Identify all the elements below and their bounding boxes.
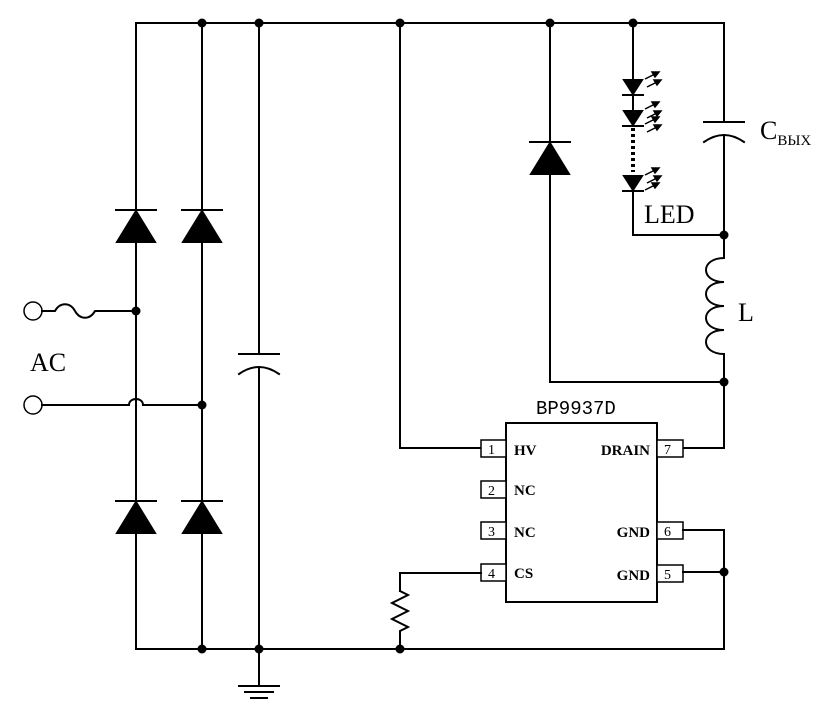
ic-pin-5-box	[656, 564, 684, 583]
bridge-diode-d2	[181, 209, 223, 243]
ic-pin-7-number: 7	[664, 443, 671, 458]
ic-pin-6-name: GND	[617, 525, 651, 541]
bridge-diode-d1	[115, 209, 157, 243]
output-capacitor-label-subscript: ВЫХ	[777, 133, 811, 149]
ic-body	[505, 422, 658, 603]
ac-terminal-top	[23, 301, 43, 321]
inductor-label: L	[738, 298, 754, 327]
ic-pin-7-box	[656, 439, 684, 458]
sense-resistor	[389, 589, 411, 650]
ac-bottom-wire	[41, 398, 203, 406]
gnd-pin-6-wire	[682, 529, 725, 650]
ic-pin-3-box	[480, 521, 507, 540]
ic-pin-6-number: 6	[664, 525, 671, 540]
ic-pin-1-name: HV	[514, 443, 537, 459]
ic-pin-4-name: CS	[514, 566, 533, 582]
ic-pin-5-name: GND	[617, 568, 651, 584]
led-label: LED	[644, 200, 695, 229]
bridge-diode-d3	[115, 500, 157, 534]
junction-dots	[131, 18, 729, 654]
ic-pin-2-number: 2	[488, 484, 495, 499]
ic-name-label: BP9937D	[536, 398, 616, 420]
ic-pin-3-number: 3	[488, 525, 495, 540]
ac-label: AC	[30, 348, 66, 377]
led-2	[622, 110, 644, 127]
ic-pin-2-name: NC	[514, 483, 536, 499]
cs-wire	[399, 572, 482, 592]
ic-pin-5-number: 5	[664, 568, 671, 583]
inductor-coil	[705, 256, 726, 383]
ac-fuse	[41, 303, 137, 319]
ic-pin-3-name: NC	[514, 525, 536, 541]
ic-pin-2-box	[480, 480, 507, 499]
freewheel-diode	[529, 141, 571, 175]
ground-symbol	[238, 685, 280, 699]
ic-pin-7-name: DRAIN	[601, 443, 650, 459]
freewheel-diode-wire	[549, 22, 725, 383]
led-3	[622, 175, 644, 192]
ic-pin-1-number: 1	[488, 443, 495, 458]
hv-wire	[399, 22, 482, 449]
ic-pin-1-box	[480, 439, 507, 458]
ac-terminal-bottom	[23, 395, 43, 415]
led-string-wire-bottom	[632, 190, 725, 236]
bridge-diode-d4	[181, 500, 223, 534]
output-capacitor-label: CВЫХ	[760, 116, 811, 149]
drain-wire	[682, 381, 725, 449]
led-1	[622, 79, 644, 96]
ic-pin-4-number: 4	[488, 567, 495, 582]
led-emission-arrows	[644, 71, 663, 191]
